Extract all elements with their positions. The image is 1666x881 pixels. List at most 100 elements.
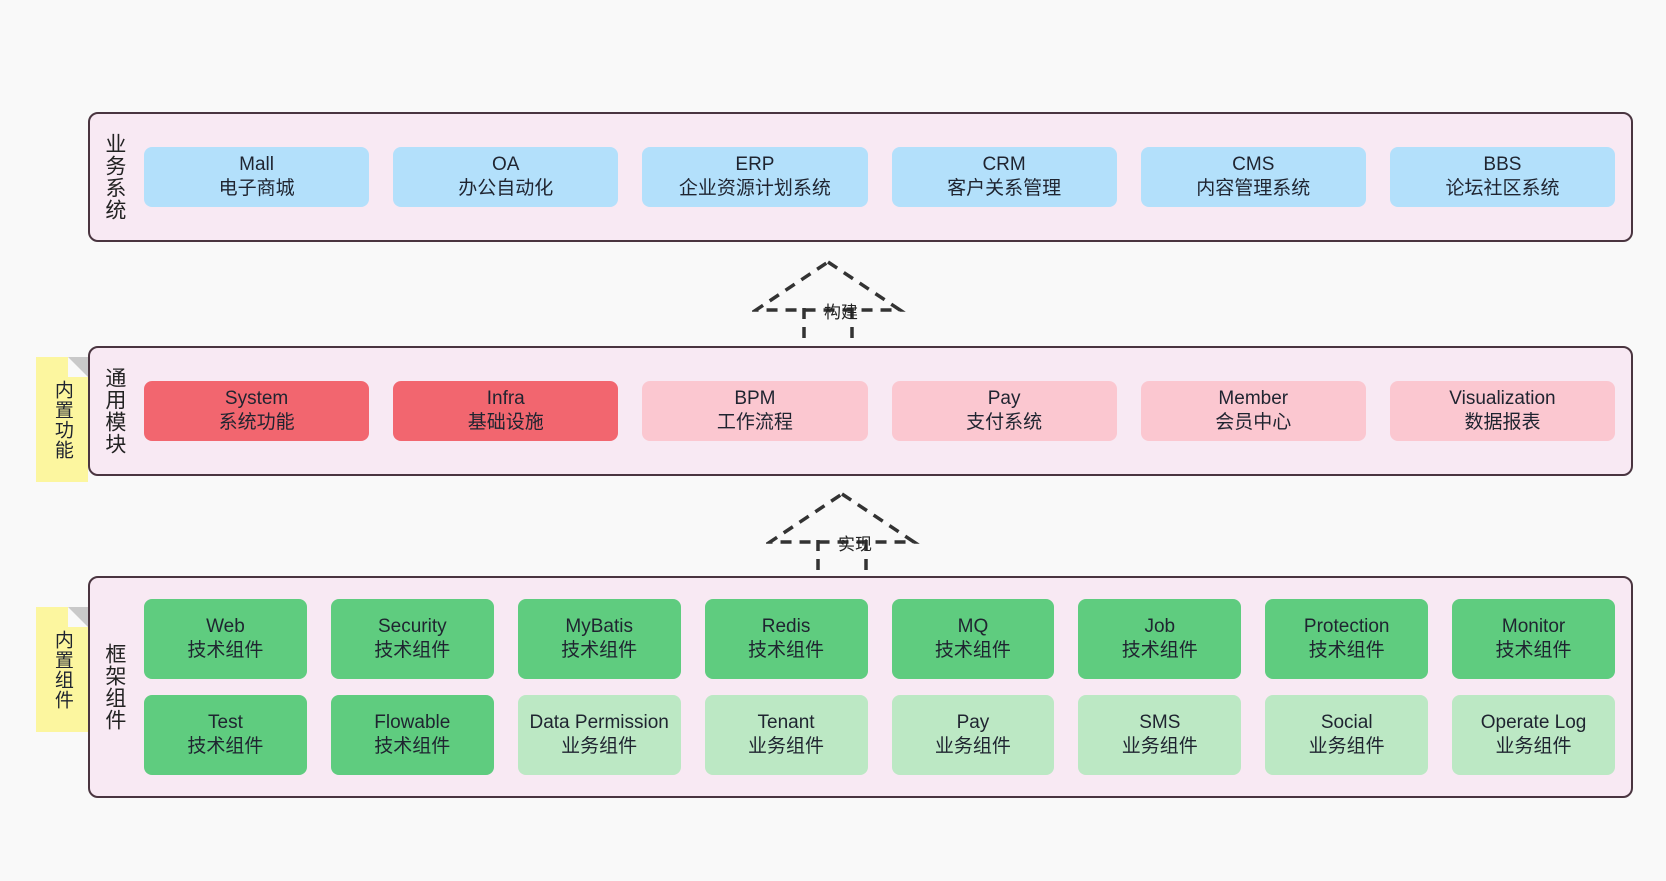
card-title: Pay — [956, 711, 990, 733]
layer-common-modules: 通用模块 System 系统功能 Infra 基础设施 BPM 工作流程 Pay… — [88, 346, 1633, 476]
card-mq[interactable]: MQ 技术组件 — [891, 599, 1055, 679]
card-oa[interactable]: OA 办公自动化 — [393, 146, 619, 208]
card-mybatis[interactable]: MyBatis 技术组件 — [517, 599, 681, 679]
card-subtitle: 业务组件 — [748, 736, 825, 757]
card-title: Redis — [761, 615, 811, 637]
card-tenant[interactable]: Tenant 业务组件 — [704, 695, 868, 775]
card-subtitle: 业务组件 — [934, 736, 1011, 757]
card-title: BPM — [734, 387, 776, 409]
card-row: Web 技术组件 Security 技术组件 MyBatis 技术组件 Redi… — [144, 599, 1615, 679]
sticky-fold-icon — [68, 357, 88, 377]
card-title: Web — [206, 615, 245, 637]
card-cms[interactable]: CMS 内容管理系统 — [1140, 146, 1366, 208]
card-job[interactable]: Job 技术组件 — [1078, 599, 1242, 679]
layer-business-body: Mall 电子商城 OA 办公自动化 ERP 企业资源计划系统 CRM 客户关系… — [138, 114, 1631, 240]
card-pay-business[interactable]: Pay 业务组件 — [891, 695, 1055, 775]
sticky-note-label: 内置组件 — [51, 629, 73, 710]
card-title: Social — [1320, 711, 1373, 733]
card-subtitle: 客户关系管理 — [947, 178, 1062, 199]
card-subtitle: 业务组件 — [1308, 736, 1385, 757]
card-subtitle: 系统功能 — [218, 412, 295, 433]
card-subtitle: 会员中心 — [1215, 412, 1292, 433]
card-title: Infra — [486, 387, 525, 409]
card-subtitle: 内容管理系统 — [1196, 178, 1311, 199]
card-flowable[interactable]: Flowable 技术组件 — [330, 695, 494, 775]
card-subtitle: 工作流程 — [716, 412, 793, 433]
card-pay[interactable]: Pay 支付系统 — [891, 380, 1117, 442]
layer-business-title: 业务系统 — [102, 133, 126, 221]
sticky-note-builtin-components: 内置组件 — [36, 607, 88, 732]
card-subtitle: 办公自动化 — [458, 178, 554, 199]
card-title: CRM — [982, 153, 1026, 175]
card-protection[interactable]: Protection 技术组件 — [1265, 599, 1429, 679]
layer-framework-title: 框架组件 — [102, 643, 126, 731]
card-title: Data Permission — [529, 711, 669, 733]
sticky-fold-icon — [68, 607, 88, 627]
card-visualization[interactable]: Visualization 数据报表 — [1389, 380, 1616, 442]
card-subtitle: 技术组件 — [374, 736, 451, 757]
card-subtitle: 技术组件 — [187, 736, 264, 757]
card-row: System 系统功能 Infra 基础设施 BPM 工作流程 Pay 支付系统… — [144, 380, 1616, 442]
card-system[interactable]: System 系统功能 — [144, 380, 370, 442]
card-web[interactable]: Web 技术组件 — [144, 599, 307, 679]
card-test[interactable]: Test 技术组件 — [144, 695, 307, 775]
card-subtitle: 技术组件 — [748, 640, 825, 661]
layer-business-systems: 业务系统 Mall 电子商城 OA 办公自动化 ERP 企业资源计划系统 CRM… — [88, 112, 1633, 242]
card-title: MQ — [957, 615, 989, 637]
card-subtitle: 数据报表 — [1464, 412, 1541, 433]
sticky-note-label: 内置功能 — [51, 379, 73, 460]
card-subtitle: 技术组件 — [1121, 640, 1198, 661]
card-title: Visualization — [1449, 387, 1556, 409]
card-title: Pay — [987, 387, 1021, 409]
card-title: BBS — [1483, 153, 1522, 175]
connector-implement-label: 实现 — [838, 535, 872, 554]
card-subtitle: 电子商城 — [218, 178, 295, 199]
card-bbs[interactable]: BBS 论坛社区系统 — [1389, 146, 1616, 208]
card-title: Security — [377, 615, 447, 637]
card-title: Test — [208, 711, 243, 733]
card-row: Mall 电子商城 OA 办公自动化 ERP 企业资源计划系统 CRM 客户关系… — [144, 146, 1616, 208]
card-title: Flowable — [374, 711, 451, 733]
card-security[interactable]: Security 技术组件 — [330, 599, 494, 679]
card-social[interactable]: Social 业务组件 — [1265, 695, 1429, 775]
layer-common-body: System 系统功能 Infra 基础设施 BPM 工作流程 Pay 支付系统… — [138, 348, 1631, 474]
connector-implement: 实现 — [764, 490, 926, 582]
card-title: OA — [492, 153, 520, 175]
sticky-note-builtin-features: 内置功能 — [36, 357, 88, 482]
connector-build-label: 构建 — [824, 303, 858, 322]
card-subtitle: 技术组件 — [374, 640, 451, 661]
connector-build: 构建 — [750, 258, 912, 350]
card-title: MyBatis — [565, 615, 633, 637]
card-title: Job — [1144, 615, 1176, 637]
card-title: ERP — [735, 153, 775, 175]
card-data-permission[interactable]: Data Permission 业务组件 — [517, 695, 681, 775]
card-subtitle: 企业资源计划系统 — [678, 178, 831, 199]
card-title: Protection — [1303, 615, 1390, 637]
card-mall[interactable]: Mall 电子商城 — [144, 146, 370, 208]
card-subtitle: 技术组件 — [1308, 640, 1385, 661]
card-bpm[interactable]: BPM 工作流程 — [642, 380, 868, 442]
card-subtitle: 技术组件 — [934, 640, 1011, 661]
layer-framework-body: Web 技术组件 Security 技术组件 MyBatis 技术组件 Redi… — [138, 578, 1631, 796]
card-redis[interactable]: Redis 技术组件 — [704, 599, 868, 679]
card-sms[interactable]: SMS 业务组件 — [1078, 695, 1242, 775]
card-subtitle: 技术组件 — [561, 640, 638, 661]
card-subtitle: 业务组件 — [1121, 736, 1198, 757]
card-title: System — [224, 387, 289, 409]
card-title: Tenant — [757, 711, 815, 733]
layer-common-title: 通用模块 — [102, 367, 126, 455]
card-infra[interactable]: Infra 基础设施 — [393, 380, 619, 442]
card-erp[interactable]: ERP 企业资源计划系统 — [642, 146, 868, 208]
card-monitor[interactable]: Monitor 技术组件 — [1452, 599, 1615, 679]
card-crm[interactable]: CRM 客户关系管理 — [891, 146, 1117, 208]
card-subtitle: 业务组件 — [561, 736, 638, 757]
card-subtitle: 论坛社区系统 — [1445, 178, 1560, 199]
card-title: Member — [1218, 387, 1289, 409]
layer-framework-components: 框架组件 Web 技术组件 Security 技术组件 MyBatis 技术组件… — [88, 576, 1633, 798]
card-operate-log[interactable]: Operate Log 业务组件 — [1452, 695, 1615, 775]
card-subtitle: 技术组件 — [1495, 640, 1572, 661]
card-member[interactable]: Member 会员中心 — [1140, 380, 1366, 442]
card-subtitle: 基础设施 — [467, 412, 544, 433]
card-title: Mall — [239, 153, 274, 175]
